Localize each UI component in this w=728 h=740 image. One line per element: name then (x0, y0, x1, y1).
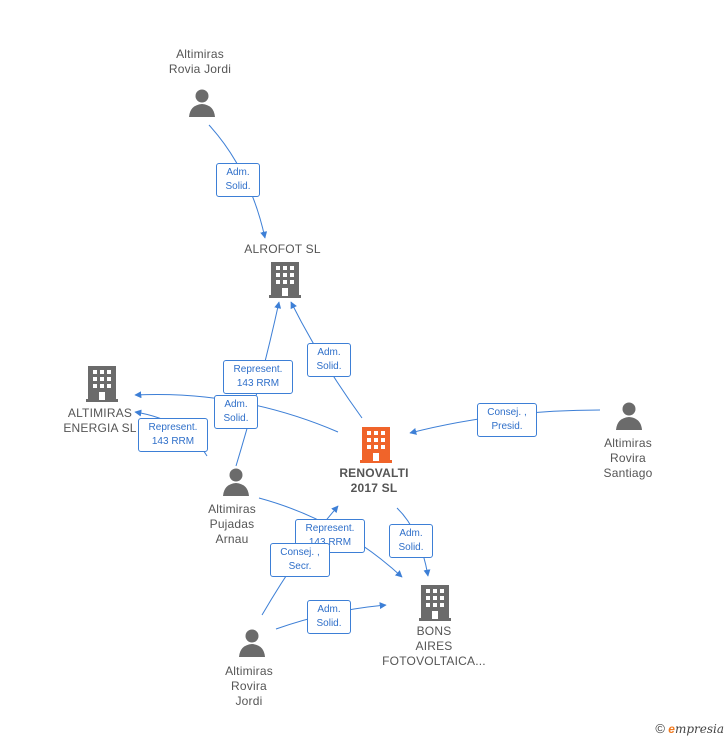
brand-watermark: © empresia (655, 721, 724, 736)
brand-name: mpresia (674, 722, 724, 736)
node-label-rovira-santiago[interactable]: Altimiras Rovira Santiago (603, 436, 653, 480)
edge-label-adm-solid[interactable]: Adm. Solid. (307, 600, 351, 634)
edge-label-adm-solid[interactable]: Adm. Solid. (214, 395, 258, 429)
node-label-renovalti[interactable]: RENOVALTI 2017 SL (339, 466, 409, 495)
edge-label-represent-143-rrm[interactable]: Represent. 143 RRM (295, 519, 365, 553)
node-label-rovia-jordi[interactable]: Altimiras Rovia Jordi (168, 47, 232, 76)
building-icon[interactable] (360, 427, 392, 463)
building-icon[interactable] (86, 366, 118, 402)
person-icon[interactable] (237, 628, 267, 658)
building-icon[interactable] (419, 585, 451, 621)
edge-label-represent-143-rrm[interactable]: Represent. 143 RRM (223, 360, 293, 394)
edge-label-represent-143-rrm[interactable]: Represent. 143 RRM (138, 418, 208, 452)
node-label-pujadas-arnau[interactable]: Altimiras Pujadas Arnau (208, 502, 256, 546)
edge-label-consej-secr[interactable]: Consej. , Secr. (270, 543, 330, 577)
node-label-alrofot[interactable]: ALROFOT SL (244, 242, 321, 256)
edge-label-consej-presid[interactable]: Consej. , Presid. (477, 403, 537, 437)
node-label-bons-aires[interactable]: BONS AIRES FOTOVOLTAICA... (382, 624, 486, 668)
node-label-rovira-jordi[interactable]: Altimiras Rovira Jordi (225, 664, 273, 708)
building-icon[interactable] (269, 262, 301, 298)
node-label-altimiras-energia[interactable]: ALTIMIRAS ENERGIA SL (63, 406, 137, 435)
edge-label-adm-solid[interactable]: Adm. Solid. (307, 343, 351, 377)
person-icon[interactable] (221, 467, 251, 497)
edge-label-adm-solid[interactable]: Adm. Solid. (216, 163, 260, 197)
person-icon[interactable] (614, 401, 644, 431)
person-icon[interactable] (187, 88, 217, 118)
edge-label-adm-solid[interactable]: Adm. Solid. (389, 524, 433, 558)
brand-logo-e: e (668, 722, 675, 736)
copyright-symbol: © (655, 721, 665, 736)
